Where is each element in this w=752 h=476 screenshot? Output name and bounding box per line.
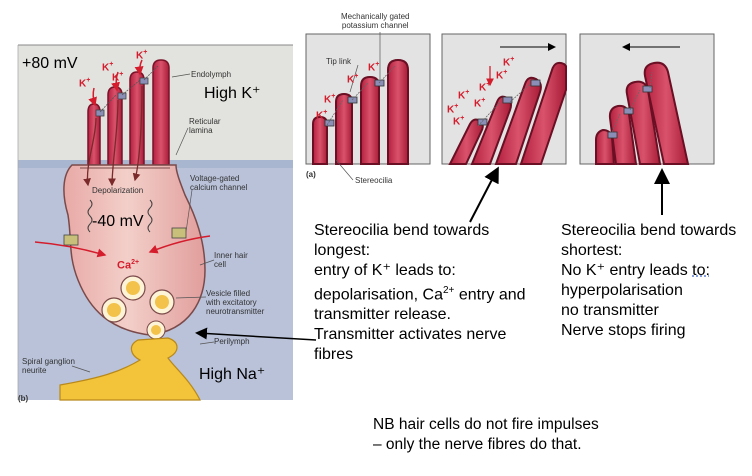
explanation-shortest: Stereocilia bend towards shortest: No K⁺… (561, 222, 737, 339)
endolymph-label: Endolymph (191, 70, 232, 79)
stereocilia-upright (312, 58, 409, 165)
k-ion-label: K+ (453, 115, 465, 128)
stereocilia-bundle-b (87, 59, 170, 166)
k-ion-label: K+ (347, 73, 359, 86)
k-ion-label: K+ (112, 71, 124, 84)
tip-link-label: Tip link (326, 57, 352, 66)
spiral-ganglion-neurite (59, 337, 201, 401)
high-k-label: High K⁺ (204, 85, 261, 102)
high-na-label: High Na⁺ (199, 366, 266, 383)
k-ion-label: K+ (458, 89, 470, 102)
voltage-top-label: +80 mV (22, 55, 78, 72)
k-ion-label: K+ (79, 77, 91, 90)
stereocilia-bent-shortest (595, 61, 690, 165)
perilymph-label: Perilymph (214, 337, 250, 346)
k-ion-label: K+ (503, 56, 515, 69)
k-ion-label: K+ (368, 61, 380, 74)
k-ion-label: K+ (102, 61, 114, 74)
panel-a-letter: (a) (306, 170, 316, 179)
k-ion-label: K+ (496, 69, 508, 82)
explanation-longest: Stereocilia bend towards longest: entry … (314, 222, 526, 364)
depolarization-label: Depolarization (92, 186, 144, 195)
k-ion-label: K+ (324, 93, 336, 106)
ca-ion-label: Ca2+ (117, 259, 140, 272)
k-ion-label: K+ (316, 109, 328, 122)
k-ion-label: K+ (136, 49, 148, 62)
nb-note: NB hair cells do not fire impulses – onl… (373, 416, 599, 453)
calcium-channel-right (171, 227, 187, 239)
k-ion-label: K+ (479, 81, 491, 94)
k-ion-label: K+ (474, 97, 486, 110)
stereocilia-bent-longest (448, 61, 567, 165)
voltage-mid-label: -40 mV (92, 213, 144, 230)
stereocilia-label: Stereocilia (355, 176, 393, 185)
k-ion-label: K+ (447, 103, 459, 116)
calcium-channel-left (63, 234, 79, 246)
panel-b-letter: (b) (18, 394, 29, 403)
